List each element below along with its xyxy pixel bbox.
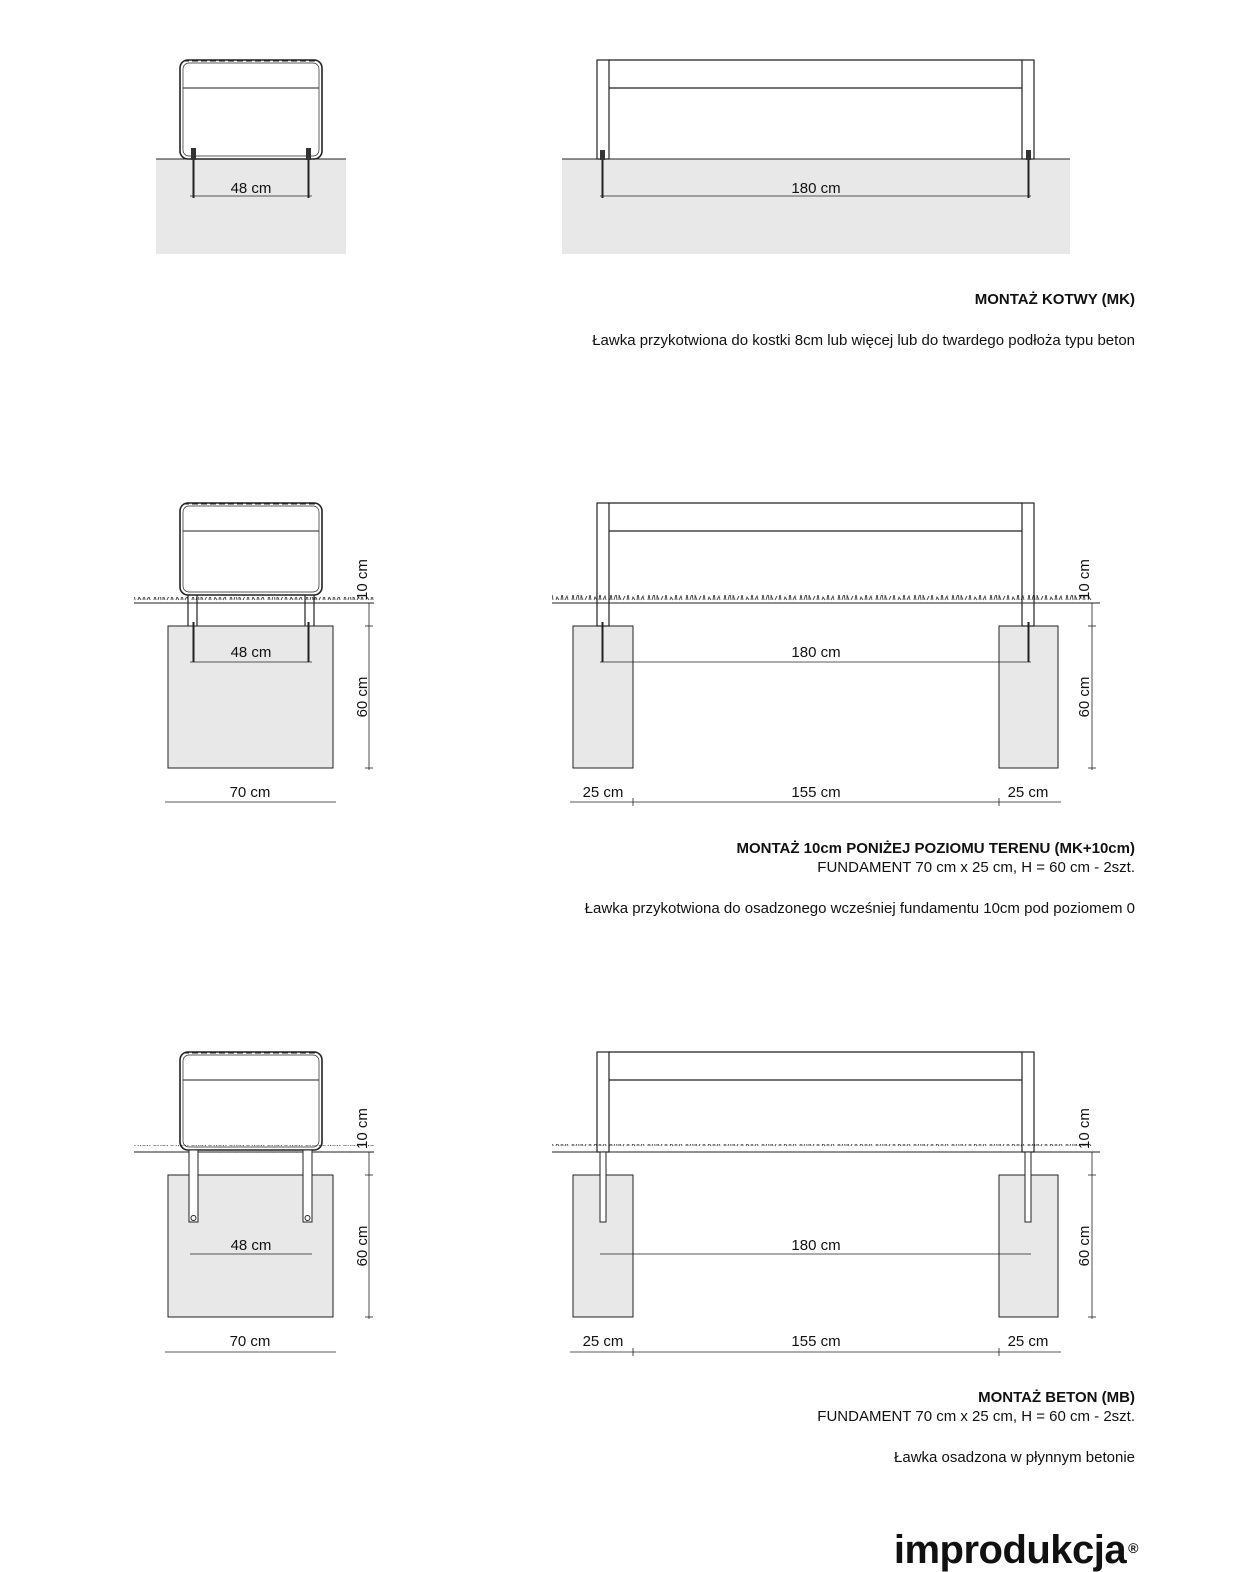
dim-depth: 10 cm (354, 1108, 371, 1149)
dim-side-anchor: 48 cm (231, 1237, 272, 1254)
bench-side-frame (179, 59, 323, 160)
brand-logo: improdukcja® (893, 1528, 1139, 1572)
dim-height: 60 cm (354, 1226, 371, 1267)
dim-side-width: 70 cm (230, 1333, 271, 1350)
dim-depth: 10 cm (1076, 1108, 1093, 1149)
mk10-front-view: 180 cm 10 cm 60 cm 25 cm 155 cm 25 cm (552, 502, 1100, 806)
mb-caption: MONTAŻ BETON (MB) FUNDAMENT 70 cm x 25 c… (817, 1388, 1135, 1467)
mb-title: MONTAŻ BETON (MB) (978, 1389, 1135, 1406)
mk-description: Ławka przykotwiona do kostki 8cm lub wię… (592, 332, 1135, 349)
dim-depth: 10 cm (354, 559, 371, 600)
ground-pavement (562, 159, 1070, 254)
dim-front-anchor: 180 cm (791, 180, 840, 197)
mb-description: Ławka osadzona w płynnym betonie (894, 1449, 1135, 1466)
mb-front-view: 180 cm 10 cm 60 cm 25 cm 155 cm 25 cm (552, 1051, 1100, 1356)
mk10-description: Ławka przykotwiona do osadzonego wcześni… (584, 900, 1135, 917)
dim-middle: 155 cm (791, 784, 840, 801)
bench-side-frame (179, 1051, 323, 1223)
dim-left: 25 cm (583, 1333, 624, 1350)
mb-subtitle: FUNDAMENT 70 cm x 25 cm, H = 60 cm - 2sz… (817, 1408, 1135, 1425)
dim-side-width: 70 cm (230, 784, 271, 801)
dim-right: 25 cm (1008, 784, 1049, 801)
mk-side-view: 48 cm (156, 59, 346, 254)
mb-side-view: 48 cm 10 cm 60 cm 70 cm (134, 1051, 374, 1353)
dim-front-anchor: 180 cm (791, 1237, 840, 1254)
dim-left: 25 cm (583, 784, 624, 801)
concrete-foundation (167, 625, 334, 769)
mk-title: MONTAŻ KOTWY (MK) (974, 291, 1135, 308)
dim-height: 60 cm (1076, 1226, 1093, 1267)
brand-name: improdukcja (893, 1528, 1127, 1572)
installation-drawing: 48 cm 180 cm (134, 59, 1100, 1356)
mk-front-view: 180 cm (562, 59, 1070, 254)
ground-pavement (156, 159, 346, 254)
bench-side-frame (179, 502, 323, 626)
dim-front-anchor: 180 cm (791, 644, 840, 661)
dim-height: 60 cm (1076, 677, 1093, 718)
grass-line (552, 595, 1092, 603)
bench-front-frame (596, 59, 1035, 160)
grass-line (134, 1145, 374, 1153)
mk-caption: MONTAŻ KOTWY (MK) Ławka przykotwiona do … (592, 290, 1135, 350)
mk10-caption: MONTAŻ 10cm PONIŻEJ POZIOMU TERENU (MK+1… (585, 839, 1135, 918)
grass-line (552, 1144, 1092, 1152)
dim-side-anchor: 48 cm (231, 644, 272, 661)
dim-middle: 155 cm (791, 1333, 840, 1350)
dim-height: 60 cm (354, 677, 371, 718)
registered-mark: ® (1128, 1540, 1138, 1556)
mk10-side-view: 48 cm 10 cm 60 cm 70 cm (134, 502, 374, 803)
grass-line (134, 597, 374, 605)
dim-depth: 10 cm (1076, 559, 1093, 600)
mk10-subtitle: FUNDAMENT 70 cm x 25 cm, H = 60 cm - 2sz… (817, 859, 1135, 876)
dim-side-anchor: 48 cm (231, 180, 272, 197)
bench-front-frame (596, 502, 1035, 627)
mk10-title: MONTAŻ 10cm PONIŻEJ POZIOMU TERENU (MK+1… (736, 840, 1135, 857)
anchor-bolts (191, 148, 311, 198)
bench-front-frame (596, 1051, 1035, 1223)
dim-right: 25 cm (1008, 1333, 1049, 1350)
